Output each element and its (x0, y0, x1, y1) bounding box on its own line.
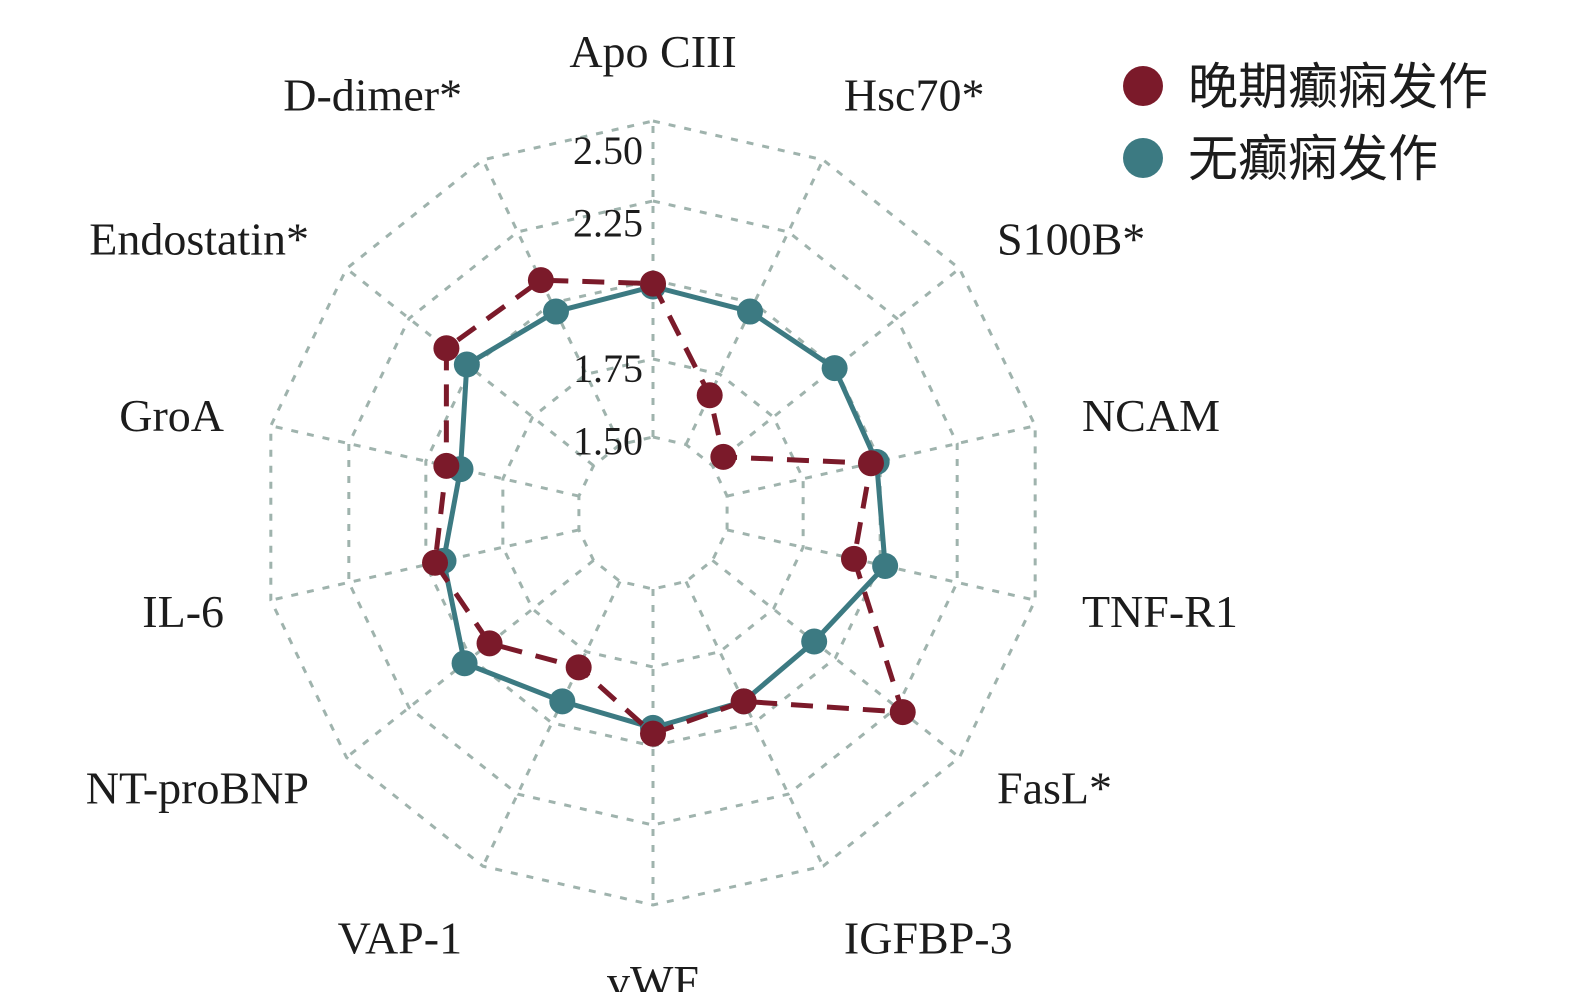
tick-label: 1.50 (573, 418, 643, 463)
data-point (857, 450, 884, 477)
data-point (453, 351, 480, 378)
axis-label: IGFBP-3 (844, 912, 1013, 963)
axis-spoke (726, 528, 1036, 602)
axis-label: Endostatin* (89, 214, 309, 265)
data-point (476, 630, 503, 657)
data-point (710, 443, 737, 470)
legend-marker (1123, 66, 1163, 106)
axis-label: Hsc70* (844, 70, 985, 121)
axis-label: GroA (119, 390, 224, 441)
data-point (840, 545, 867, 572)
data-point (527, 267, 554, 294)
data-point (821, 355, 848, 382)
data-point (542, 298, 569, 325)
axis-spoke (345, 267, 595, 467)
axis-spoke (270, 424, 580, 498)
axis-label: D-dimer* (283, 70, 462, 121)
axis-label: VAP-1 (338, 912, 462, 963)
axis-label: vWF (607, 956, 699, 992)
tick-label: 2.25 (573, 201, 643, 246)
axis-label: S100B* (997, 214, 1145, 265)
axis-spoke (684, 580, 825, 867)
radial-tick-labels: 1.50 1.75 2.25 2.50 (573, 128, 643, 463)
tick-label: 1.75 (573, 346, 643, 391)
axis-spoke (481, 159, 622, 446)
data-point (549, 688, 576, 715)
grid-ring (347, 199, 959, 827)
data-point (640, 270, 666, 297)
axis-spoke (711, 559, 961, 759)
axis-label: NCAM (1082, 390, 1220, 441)
grid-ring (501, 357, 805, 669)
axis-spoke (345, 559, 595, 759)
axis-spoke (270, 528, 580, 602)
data-point (737, 298, 764, 325)
series-line (432, 277, 906, 737)
radar-series (422, 267, 916, 747)
data-point (640, 720, 666, 747)
legend-label: 无癫痫发作 (1188, 130, 1438, 188)
grid-ring (269, 119, 1037, 907)
tick-label: 2.50 (573, 128, 643, 173)
data-point (565, 654, 592, 681)
series-line (441, 284, 888, 731)
data-point (801, 628, 828, 655)
axis-label: Apo CIII (569, 26, 736, 77)
axis-label: FasL* (997, 762, 1112, 813)
axis-spoke (726, 424, 1036, 498)
axis-spoke (711, 267, 961, 467)
legend-marker (1123, 138, 1163, 178)
data-point (730, 688, 757, 715)
axis-spoke (481, 580, 622, 867)
radar-grid (269, 119, 1037, 907)
data-point (451, 650, 478, 677)
legend-label: 晚期癫痫发作 (1188, 58, 1488, 116)
data-point (433, 452, 460, 479)
data-point (422, 549, 449, 576)
data-point (433, 335, 460, 362)
data-point (889, 699, 916, 726)
axis-label: TNF-R1 (1082, 586, 1238, 637)
axis-label: NT-proBNP (86, 762, 309, 813)
data-point (872, 552, 899, 579)
axis-label: IL-6 (142, 586, 224, 637)
data-point (696, 382, 723, 409)
series-no-seizure (430, 273, 899, 741)
series-late-seizure (422, 267, 916, 747)
